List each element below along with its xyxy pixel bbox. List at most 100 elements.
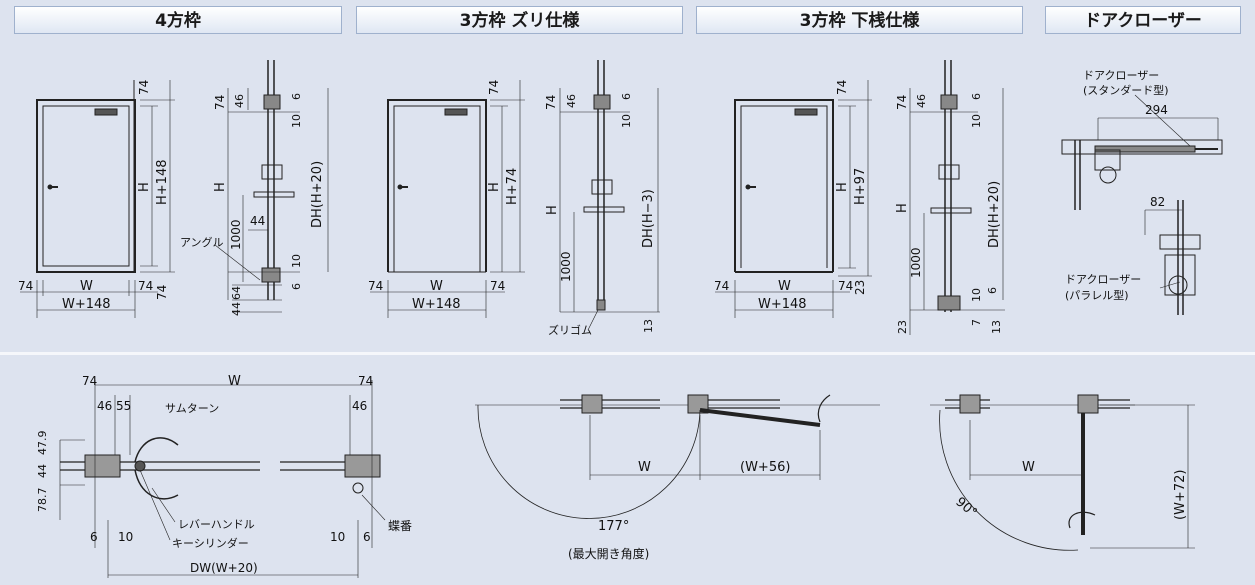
label-closer-standard-type: (スタンダード型) [1083,83,1169,97]
dim3-left-74: 74 [368,279,383,293]
dim5-left-74: 74 [714,279,729,293]
label-177-deg: 177° [598,519,629,534]
dim5-right-74: 74 [838,279,853,293]
dim2-10b: 10 [290,254,303,268]
dim4-46: 46 [565,94,578,108]
elevation-3-frame-sill [715,80,872,318]
label-key-cylinder: キーシリンダー [172,536,249,550]
dim2-10: 10 [290,114,303,128]
dim5-W148: W+148 [758,297,807,312]
elevation-4-frame [20,80,175,318]
dim-left-74: 74 [18,279,33,293]
dim7-82: 82 [1150,195,1165,209]
dim-W: W [80,279,93,294]
dim8-DW: DW(W+20) [190,561,258,575]
dim6-74: 74 [895,95,909,110]
dim8-44: 44 [36,464,49,478]
dim6-23: 23 [896,320,909,334]
dim4-74: 74 [544,95,558,110]
dim8-46: 46 [97,399,112,413]
dim2-6: 6 [290,93,303,100]
dim3-top-74: 74 [487,80,501,95]
dim6-H: H [895,203,910,213]
dim8-74b: 74 [358,374,373,388]
label-closer-standard: ドアクローザー [1083,69,1159,82]
header-4-frame: 4方枠 [14,6,342,34]
door-closer-drawings [1061,94,1223,315]
header-3-frame-zuri: 3方枠 ズリ仕様 [356,6,683,34]
header-3-frame-sill: 3方枠 下桟仕様 [696,6,1023,34]
dim6-46: 46 [915,94,928,108]
dim5-W: W [778,279,791,294]
section-4-frame [214,60,329,313]
dim8-46b: 46 [352,399,367,413]
dim4-6: 6 [620,93,633,100]
label-90-deg: 90° [952,495,979,521]
dim8-78-7: 78.7 [36,488,49,513]
dim2-H: H [213,182,228,192]
dim3-W: W [430,279,443,294]
dim2-DH: DH(H+20) [310,161,325,228]
dim5-H: H [835,182,850,192]
dim4-10: 10 [620,114,633,128]
dim8-W: W [228,374,241,389]
dim-W148: W+148 [62,297,111,312]
dim9-W56: (W+56) [740,460,790,475]
dim8-47-9: 47.9 [36,431,49,456]
dim10-W72: (W+72) [1173,470,1188,520]
dim2-6b: 6 [290,283,303,290]
dim6-10: 10 [970,114,983,128]
swing-90 [930,394,1195,551]
label-lever-handle: レバーハンドル [178,518,255,531]
dim4-13: 13 [642,319,655,333]
dim2-44: 44 [250,214,265,228]
label-closer-parallel-type: (パラレル型) [1065,288,1129,302]
dim-H: H [137,182,152,192]
dim6-1000: 1000 [909,247,923,278]
section-divider [0,352,1255,355]
label-angle: アングル [180,235,224,249]
dim-top-74: 74 [137,80,151,95]
header-door-closer: ドアクローザー [1045,6,1241,34]
label-hinge: 蝶番 [388,518,412,533]
dim4-H: H [545,205,560,215]
dim2-64: 64 [230,286,243,300]
dim6-DH: DH(H+20) [987,181,1002,248]
label-zuri-gom: ズリゴム [548,323,592,337]
dim6-6: 6 [970,93,983,100]
dim10-W: W [1022,460,1035,475]
dim5-23: 23 [853,280,867,295]
dim2-74: 74 [213,95,227,110]
label-max-open-angle: (最大開き角度) [568,546,649,561]
dim8-10b: 10 [330,530,345,544]
dim5-H97: H+97 [853,168,868,205]
dim6-6b: 6 [986,287,999,294]
dim8-6: 6 [90,530,98,544]
section-3-frame-zuri [559,60,660,331]
dim4-DH: DH(H−3) [641,189,656,248]
dim8-55: 55 [116,399,131,413]
dim8-6b: 6 [363,530,371,544]
dim9-W: W [638,460,651,475]
section-3-frame-sill [909,60,1005,335]
dim3-right-74: 74 [490,279,505,293]
dim3-H: H [487,182,502,192]
dim6-10b: 10 [970,288,983,302]
dim2-1000: 1000 [229,219,243,250]
dim6-7: 7 [970,319,983,326]
label-thumb-turn: サムターン [165,402,219,415]
label-closer-parallel: ドアクローザー [1065,273,1141,286]
dim2-46: 46 [233,94,246,108]
plan-section [59,380,386,578]
dim5-top-74: 74 [835,80,849,95]
dim3-W148: W+148 [412,297,461,312]
dim-bottom-74: 74 [155,285,169,300]
elevation-3-frame-zuri [370,80,525,318]
dim8-10: 10 [118,530,133,544]
dim-H148: H+148 [155,160,170,205]
dim3-H74: H+74 [505,168,520,205]
dim6-13: 13 [990,320,1003,334]
dim4-1000: 1000 [559,251,573,282]
swing-177 [475,394,880,519]
